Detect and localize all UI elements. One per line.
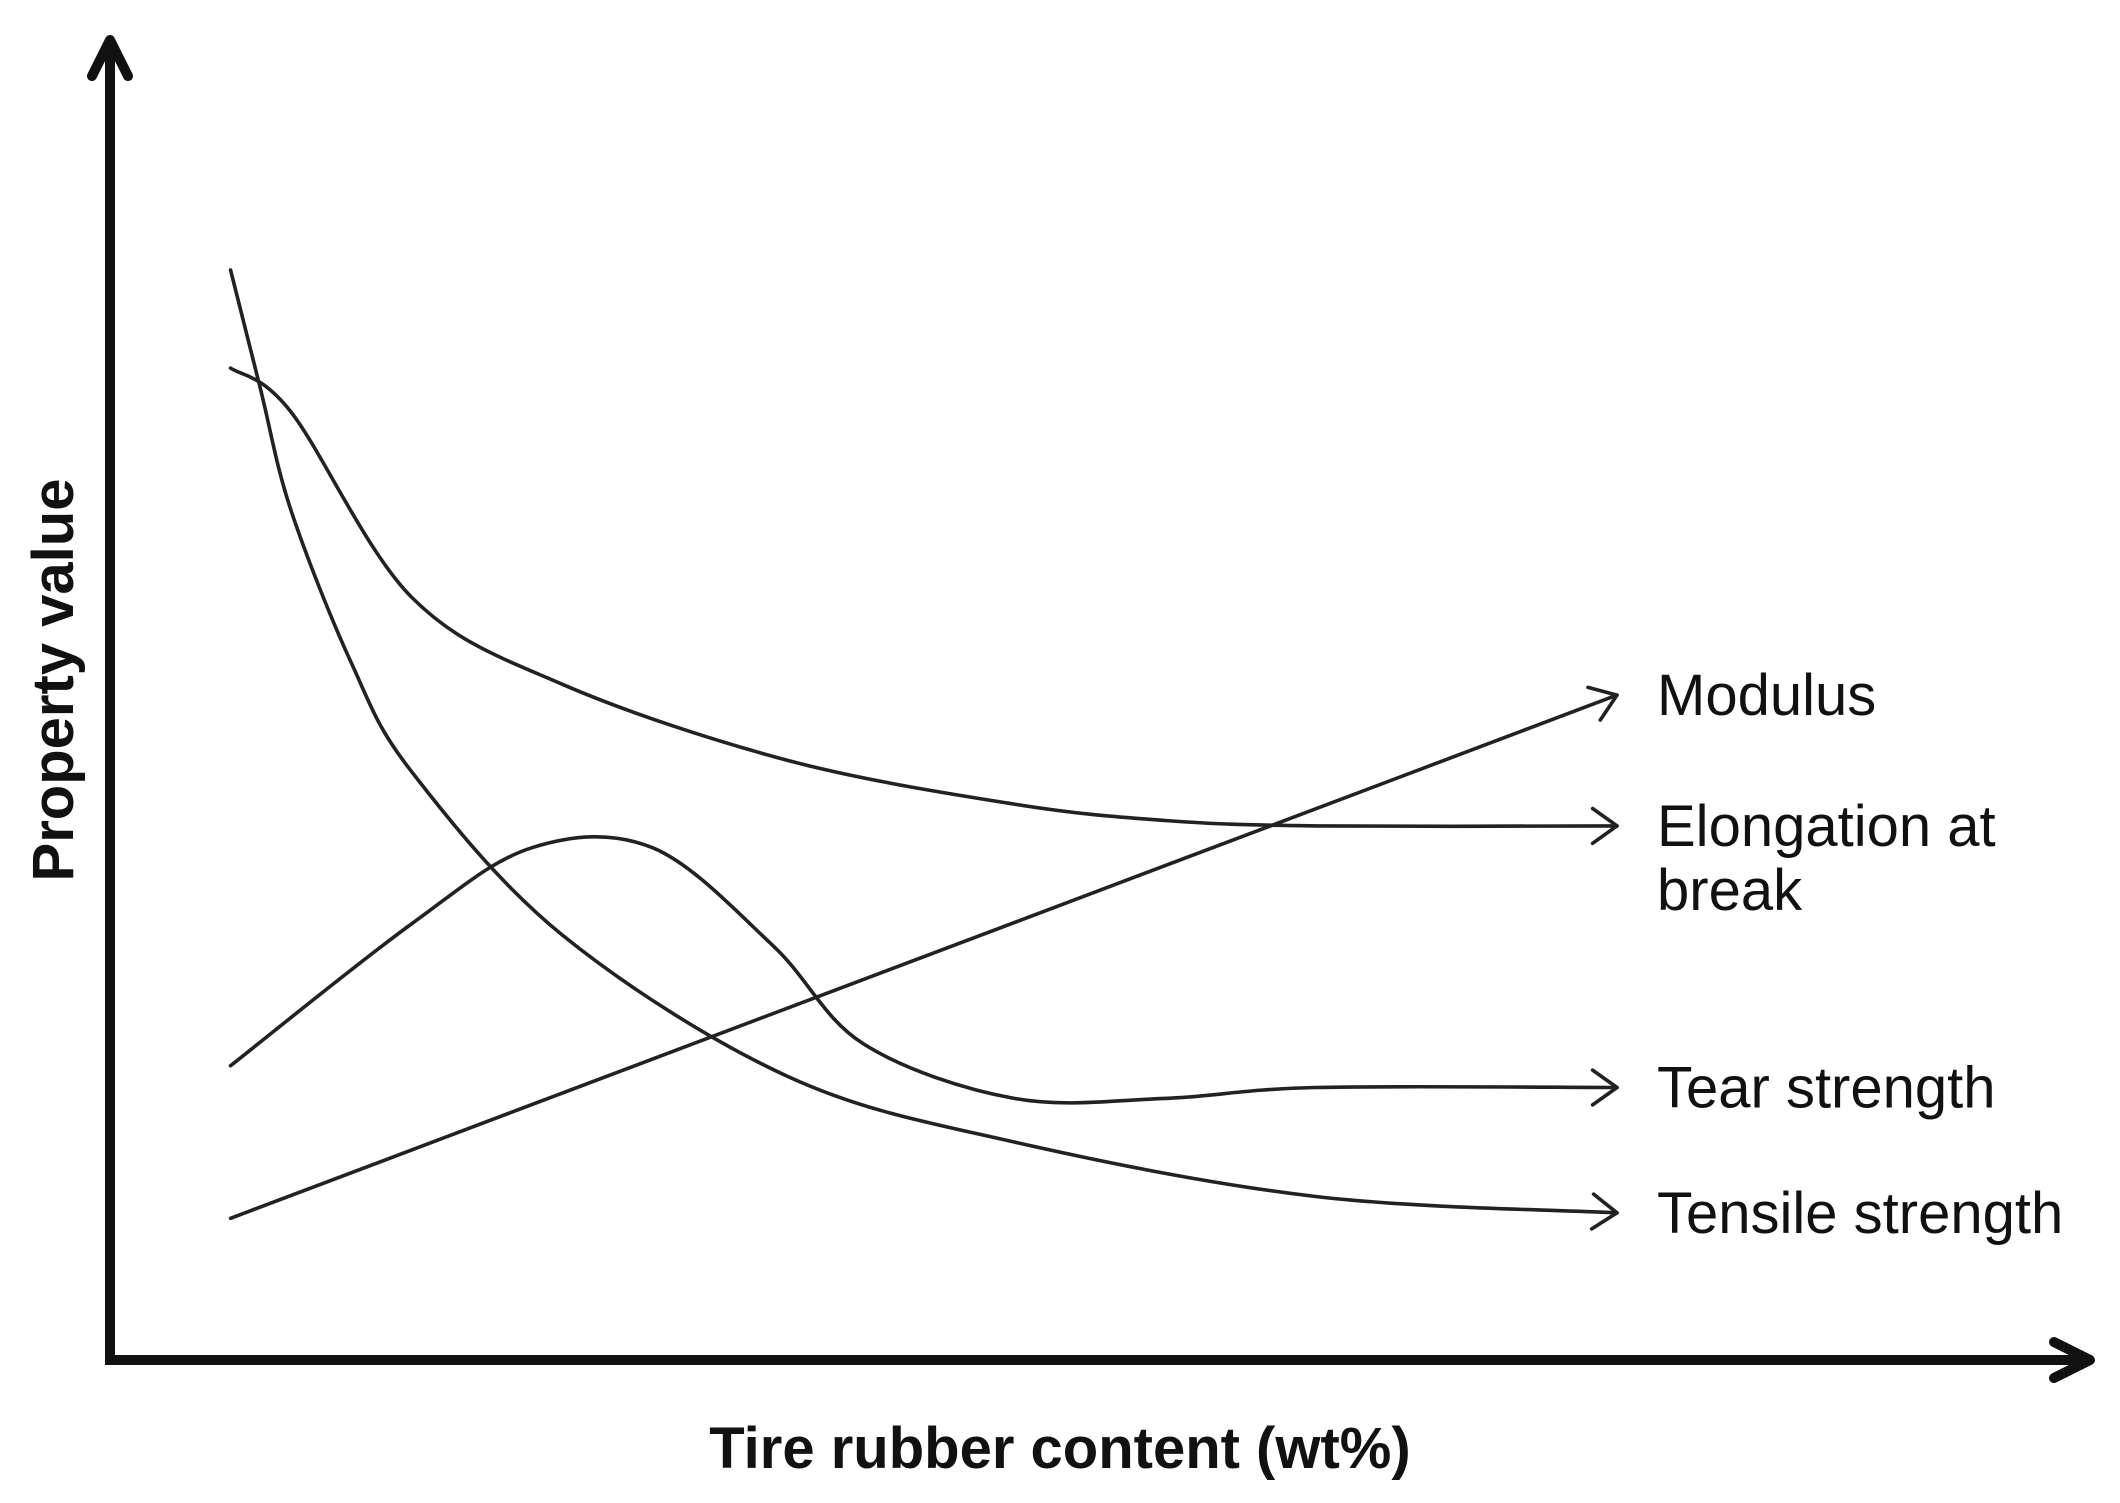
series-label-line: Elongation at — [1657, 794, 1996, 859]
series-label-tear-strength: Tear strength — [1657, 1056, 1996, 1121]
series-label-line: Tear strength — [1657, 1056, 1996, 1121]
series-arrowhead-tensile-strength — [1589, 1192, 1619, 1231]
series-arrowhead-elongation-at-break — [1590, 806, 1619, 846]
series-label-tensile-strength: Tensile strength — [1657, 1181, 2063, 1246]
series-line-elongation-at-break — [228, 366, 1619, 829]
series-label-line: Modulus — [1657, 663, 1876, 728]
series-label-line: break — [1657, 858, 1803, 923]
series-label-modulus: Modulus — [1657, 663, 1876, 728]
y-axis-title: Property value — [21, 479, 86, 882]
series-line-tear-strength — [228, 835, 1619, 1105]
series-arrowhead-modulus — [1586, 685, 1619, 722]
series-line-modulus — [228, 693, 1619, 1221]
x-axis-arrowhead — [2049, 1337, 2095, 1383]
axes — [87, 35, 2095, 1383]
x-axis-title: Tire rubber content (wt%) — [709, 1416, 1410, 1481]
series-line-tensile-strength — [228, 268, 1619, 1215]
series-layer — [228, 268, 1619, 1231]
y-axis-arrowhead — [87, 35, 133, 81]
series-arrowhead-tear-strength — [1590, 1068, 1619, 1107]
series-label-line: Tensile strength — [1657, 1181, 2063, 1246]
